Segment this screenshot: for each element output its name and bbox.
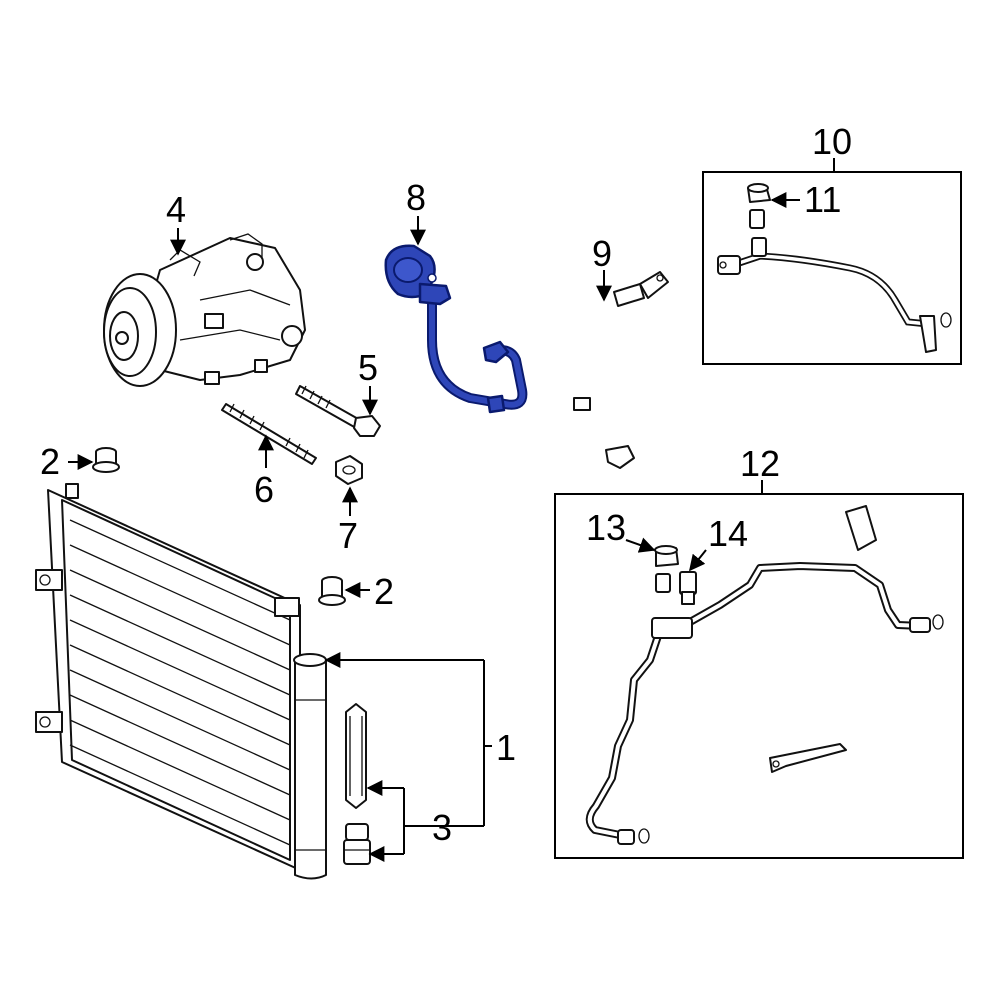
box-12-frame: [554, 493, 964, 859]
discharge-hose[interactable]: [571, 271, 669, 469]
box-10-frame: [702, 171, 962, 365]
service-valve-core-12[interactable]: [655, 573, 671, 593]
pressure-line-assembly[interactable]: [585, 505, 944, 845]
condenser[interactable]: [35, 483, 327, 880]
callout-13: 13: [586, 507, 626, 548]
service-valve-cap-13[interactable]: [654, 545, 679, 567]
drier-plug[interactable]: [343, 823, 371, 865]
mounting-nut[interactable]: [335, 455, 363, 485]
callout-11: 11: [804, 179, 841, 220]
suction-hose-highlighted[interactable]: [384, 244, 528, 414]
callout-3: 3: [432, 807, 452, 848]
service-valve-core-10[interactable]: [749, 209, 765, 229]
callout-9: 9: [592, 233, 612, 274]
callout-7: 7: [338, 515, 358, 556]
bushing-lower[interactable]: [318, 576, 346, 606]
pressure-switch-14[interactable]: [679, 571, 697, 605]
liquid-line-assembly[interactable]: [717, 237, 952, 353]
callout-8: 8: [406, 177, 426, 218]
callout-4: 4: [166, 189, 186, 230]
callout-10: 10: [812, 121, 852, 162]
mounting-bolt[interactable]: [295, 385, 381, 437]
callout-1: 1: [496, 727, 516, 768]
mounting-stud[interactable]: [221, 403, 317, 465]
callout-2-upper: 2: [40, 441, 60, 482]
callout-5: 5: [358, 347, 378, 388]
receiver-drier-element[interactable]: [345, 703, 367, 809]
bushing-upper[interactable]: [92, 447, 120, 473]
service-valve-cap-11[interactable]: [747, 183, 771, 203]
callout-14: 14: [708, 513, 748, 554]
callout-6: 6: [254, 469, 274, 510]
compressor[interactable]: [103, 233, 306, 387]
callout-12: 12: [740, 443, 780, 484]
callout-2-lower: 2: [374, 571, 394, 612]
leader-lines: [68, 158, 835, 862]
